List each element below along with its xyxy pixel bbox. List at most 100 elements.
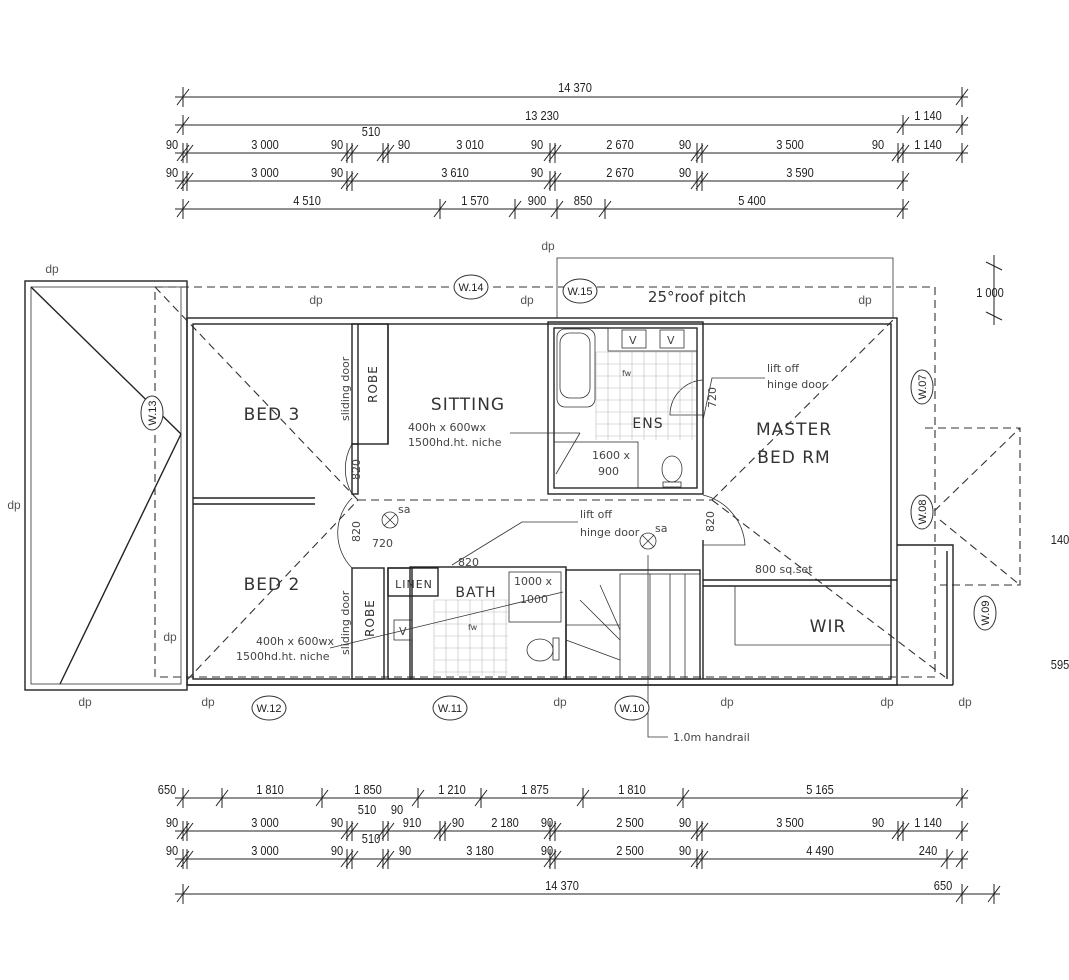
- dim: 3 180: [466, 843, 494, 858]
- window-tag-w08: W.08: [910, 494, 934, 530]
- basin-label: V: [629, 334, 637, 347]
- dim: 1 810: [618, 782, 646, 797]
- downpipe-label: dp: [163, 630, 177, 644]
- downpipe-labels: dp dp dp dp dp dp dp dp dp dp dp dp dp: [7, 239, 972, 709]
- dim: 90: [452, 815, 465, 830]
- dim: 90: [679, 815, 692, 830]
- dim: 90: [166, 815, 179, 830]
- notes: 25°roof pitch sliding door sliding door …: [236, 288, 827, 744]
- dim: 510: [362, 831, 381, 846]
- room-label-master: BED RM: [757, 448, 830, 468]
- shower-size: 1000: [520, 593, 548, 606]
- side-dimensions: 1 000 140 595: [976, 255, 1069, 672]
- downpipe-label: dp: [7, 498, 21, 512]
- smoke-alarm-icon: [381, 511, 399, 529]
- dim: 910: [403, 815, 422, 830]
- dim: 3 000: [251, 843, 279, 858]
- svg-text:W.10: W.10: [619, 703, 644, 715]
- svg-text:W.15: W.15: [567, 286, 592, 298]
- walls: V V V: [186, 317, 954, 686]
- dim: 850: [574, 193, 593, 208]
- lift-off-note: hinge door: [767, 378, 827, 391]
- svg-text:W.09: W.09: [980, 600, 992, 625]
- downpipe-label: dp: [201, 695, 215, 709]
- downpipe-label: dp: [309, 293, 323, 307]
- dim: 650: [158, 782, 177, 797]
- dim: 1 210: [438, 782, 466, 797]
- dim: 90: [331, 815, 344, 830]
- dim: 3 000: [251, 165, 279, 180]
- room-label-sitting: SITTING: [431, 395, 505, 415]
- dim: 4 490: [806, 843, 834, 858]
- downpipe-label: dp: [958, 695, 972, 709]
- dim: 90: [331, 137, 344, 152]
- sq-set-note: 800 sq.set: [755, 563, 813, 576]
- window-tag-w10: W.10: [614, 695, 650, 721]
- downpipe-label: dp: [541, 239, 555, 253]
- svg-text:W.11: W.11: [438, 703, 462, 715]
- dim: 90: [531, 165, 544, 180]
- room-label-robe: ROBE: [363, 599, 377, 637]
- shower-size: 1600 x: [592, 449, 630, 462]
- dim: 2 670: [606, 165, 634, 180]
- sliding-door-note: sliding door: [339, 590, 352, 655]
- dim: 140: [1051, 532, 1069, 547]
- basin-label: V: [399, 625, 407, 638]
- roof-pitch-note: 25°roof pitch: [648, 288, 746, 306]
- dim: 14 370: [545, 878, 579, 893]
- dim: 595: [1051, 657, 1069, 672]
- dim: 90: [391, 802, 404, 817]
- dimension-ticks: [176, 87, 1001, 904]
- floor-waste-label: fw: [622, 369, 632, 378]
- window-tag-w12: W.12: [251, 695, 287, 721]
- svg-text:W.08: W.08: [917, 499, 929, 524]
- dim: 90: [679, 165, 692, 180]
- dim: 3 500: [776, 137, 804, 152]
- basin-label: V: [667, 334, 675, 347]
- dim: 900: [528, 193, 547, 208]
- dim: 2 180: [491, 815, 519, 830]
- dim: 3 590: [786, 165, 814, 180]
- room-label-wir: WIR: [810, 617, 847, 637]
- dim: 5 165: [806, 782, 834, 797]
- smoke-alarm-label: sa: [655, 522, 667, 535]
- downpipe-label: dp: [553, 695, 567, 709]
- room-label-ens: ENS: [632, 416, 663, 432]
- downpipe-label: dp: [858, 293, 872, 307]
- dim: 1 140: [914, 137, 942, 152]
- dim: 90: [541, 843, 554, 858]
- downpipe-label: dp: [880, 695, 894, 709]
- dim: 1 570: [461, 193, 489, 208]
- dim: 2 500: [616, 815, 644, 830]
- svg-text:W.12: W.12: [256, 703, 281, 715]
- dim: 90: [166, 843, 179, 858]
- room-labels: BED 3 BED 2 SITTING ENS MASTER BED RM BA…: [244, 365, 847, 637]
- dim: 90: [399, 843, 412, 858]
- tile-grid: [433, 351, 696, 676]
- dim: 5 400: [738, 193, 766, 208]
- floor-waste-label: fw: [468, 623, 478, 632]
- top-dimensions: 14 370 13 230 1 140 90 3 000 90 510 90 3…: [166, 80, 968, 210]
- dim: 3 000: [251, 137, 279, 152]
- door-width: 820: [458, 556, 479, 569]
- smoke-alarm-label: sa: [398, 503, 410, 516]
- downpipe-label: dp: [720, 695, 734, 709]
- door-width: 820: [704, 511, 717, 532]
- dim: 90: [166, 165, 179, 180]
- dim: 510: [362, 124, 381, 139]
- dim: 90: [679, 137, 692, 152]
- room-label-bed3: BED 3: [244, 405, 301, 425]
- window-tag-w07: W.07: [910, 369, 934, 405]
- dim: 13 230: [525, 108, 559, 123]
- downpipe-label: dp: [520, 293, 534, 307]
- door-width: 820: [350, 459, 363, 480]
- dim: 1 850: [354, 782, 382, 797]
- room-label-bed2: BED 2: [244, 575, 301, 595]
- dim: 1 810: [256, 782, 284, 797]
- dim: 2 500: [616, 843, 644, 858]
- dim: 90: [541, 815, 554, 830]
- smoke-alarm-icon: [639, 532, 657, 550]
- room-label-bath: BATH: [455, 585, 496, 601]
- dim: 4 510: [293, 193, 321, 208]
